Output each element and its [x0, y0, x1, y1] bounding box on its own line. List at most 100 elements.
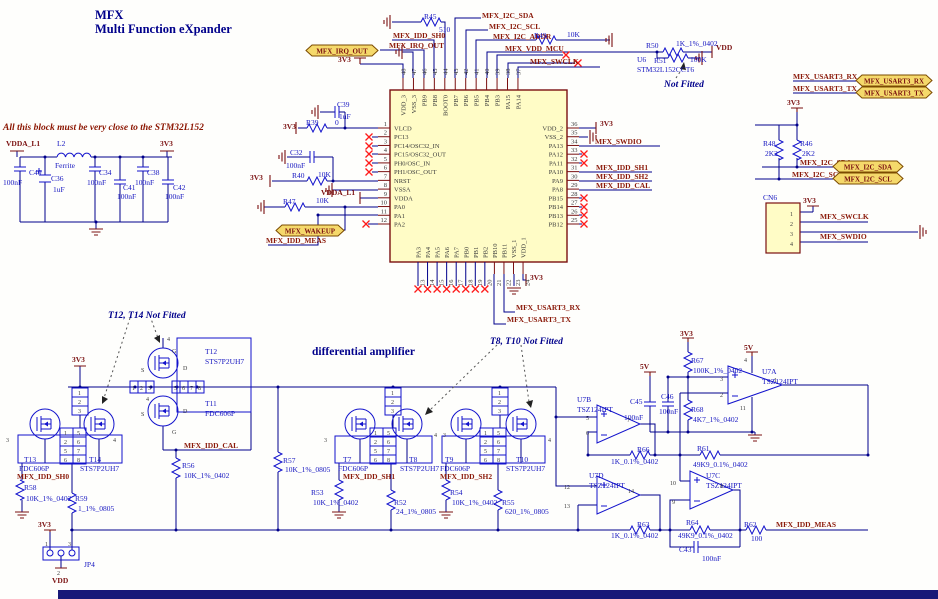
- ic-pin-number: 9: [384, 191, 387, 198]
- note: Not Fitted: [663, 80, 704, 90]
- pin-label: 4: [167, 337, 170, 343]
- ic-pin-name: PB12: [549, 221, 563, 228]
- callout-flag[interactable]: [832, 160, 904, 173]
- ref-label: 1K_0.1%_0402: [611, 531, 659, 540]
- net-label: MFX_IDD_CAL: [184, 441, 238, 450]
- pin-label: 7: [77, 449, 80, 455]
- pin-label: S: [141, 368, 144, 374]
- ic-pin-name: VDD_2: [542, 126, 563, 133]
- pin-label: 8: [77, 458, 80, 464]
- pin-label: 3: [148, 386, 151, 392]
- ic-pin-number: 22: [505, 280, 512, 287]
- ic-pin-number: 1: [384, 121, 387, 128]
- ic-pin-name: PB0: [463, 247, 470, 258]
- ic-pin-number: 21: [496, 280, 503, 287]
- ref-label: 100nF: [135, 178, 154, 187]
- ref-label: R56: [182, 461, 195, 470]
- net-label: MFX_I2C_SDA: [482, 11, 534, 20]
- pin-label: 4: [744, 358, 747, 364]
- not-fitted-x: [480, 284, 490, 294]
- ic-pin-name: PA7: [454, 246, 461, 258]
- pin-label: 4: [113, 438, 116, 444]
- ref-label: C43: [679, 545, 692, 554]
- net-label: MFX_SWDIO: [820, 232, 867, 241]
- power-label: 3V3: [38, 520, 51, 529]
- mosfet-icon-t11: [147, 395, 179, 427]
- pin-label: 5: [586, 416, 589, 422]
- ic-pin-number: 15: [439, 280, 446, 287]
- pin-label: 9: [672, 500, 675, 506]
- pin-label: 7: [190, 386, 193, 392]
- power-label: VDD: [52, 576, 69, 585]
- connector-cn6[interactable]: [765, 202, 801, 254]
- net-label: MFX_I2C_SCL: [792, 170, 843, 179]
- callout-flag[interactable]: [305, 44, 379, 57]
- ref-label: R46: [800, 139, 813, 148]
- net-label: MFX_IDD_SH1: [343, 472, 395, 481]
- ref-label: 100nF: [286, 161, 305, 170]
- ref-label: 620_1%_0805: [505, 507, 549, 516]
- ic-pin-number: 10: [381, 200, 388, 207]
- ic-pin-number: 33: [571, 147, 578, 154]
- ref-label: TSZ124IPT: [706, 481, 742, 490]
- callout-flag[interactable]: [275, 224, 345, 237]
- ic-pin-name: PA15: [505, 95, 512, 109]
- pin-label: 1: [132, 386, 135, 392]
- net-label: MFX_USART3_TX: [793, 84, 857, 93]
- ic-pin-name: PB13: [549, 213, 563, 220]
- ref-label: STS7P2UH7: [506, 464, 545, 473]
- ref-label: 10K_1%_0805: [285, 465, 331, 474]
- pin-label: 3: [68, 542, 71, 548]
- pin-label: 11: [740, 406, 746, 412]
- ic-pin-number: 35: [571, 130, 578, 137]
- ic-pin-name: PB10: [492, 244, 499, 258]
- callout-flag[interactable]: [832, 172, 904, 185]
- ref-label: R59: [75, 494, 88, 503]
- ref-label: R62: [744, 520, 757, 529]
- ref-label: C36: [51, 174, 64, 183]
- pin-label: 5: [374, 449, 377, 455]
- ref-label: 49K9_0.1%_0402: [693, 460, 748, 469]
- ref-label: 100nF: [624, 413, 643, 422]
- callout-flag[interactable]: [855, 74, 933, 87]
- ic-pin-number: 14: [429, 279, 436, 286]
- ref-label: R58: [24, 483, 37, 492]
- pin-label: 2: [498, 400, 501, 406]
- ic-pin-number: 31: [571, 165, 578, 172]
- ref-label: R66: [637, 445, 650, 454]
- power-label: 3V3: [160, 139, 173, 148]
- pin-label: 1: [391, 391, 394, 397]
- pin-label: 4: [790, 242, 793, 248]
- ref-label: 24_1%_0805: [396, 507, 436, 516]
- ic-pin-name: VDD_1: [521, 237, 528, 258]
- callout-label: MFX_WAKEUP: [285, 228, 336, 236]
- ref-label: 10K_1%_0402: [452, 498, 498, 507]
- pin-label: 3: [324, 438, 327, 444]
- pin-label: 6: [182, 386, 185, 392]
- net-label: MFX_USART3_TX: [507, 315, 571, 324]
- ref-label: C34: [99, 168, 112, 177]
- ref-label: R48: [763, 139, 776, 148]
- ref-label: 1uF: [339, 112, 351, 121]
- net-label: MFX_I2C_SDA: [800, 158, 852, 167]
- not-fitted-x: [461, 284, 470, 294]
- ref-label: 1K_1%_0402: [676, 39, 718, 48]
- ref-label: R51: [654, 56, 667, 65]
- ref-label: 100nF: [702, 554, 721, 563]
- pin-label: 2: [374, 440, 377, 446]
- power-label: 3V3: [72, 355, 85, 364]
- pin-label: 8: [497, 458, 500, 464]
- callout-flag[interactable]: [855, 86, 933, 99]
- pin-label: 8: [387, 458, 390, 464]
- ic-pin-number: 5: [384, 156, 387, 163]
- net-label: MFX_USART3_RX: [516, 303, 581, 312]
- ic-pin-name: PA6: [444, 246, 451, 258]
- ic-pin-name: PB8: [432, 95, 439, 106]
- jumper-jp4[interactable]: [42, 546, 80, 561]
- ic-pin-number: 48: [401, 69, 408, 76]
- pin-label: G: [172, 349, 177, 355]
- power-label: 3V3: [680, 329, 693, 338]
- pin-label: 5: [77, 431, 80, 437]
- ref-label: C40: [29, 168, 42, 177]
- ic-body-u6: [389, 89, 568, 263]
